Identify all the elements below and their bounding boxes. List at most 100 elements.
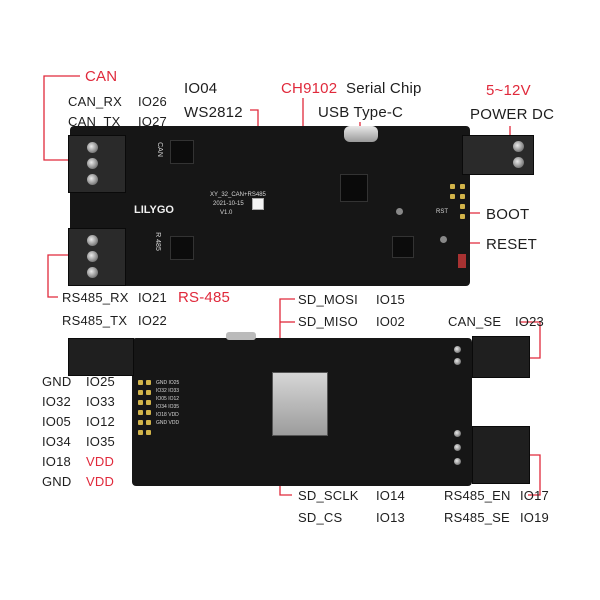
header-pin — [146, 380, 151, 385]
power-dc-label: POWER DC — [470, 106, 555, 123]
header-pin — [146, 420, 151, 425]
sd-mosi-io: IO15 — [376, 292, 405, 307]
rs485-leader — [47, 254, 68, 298]
bottom-right-terminal-bottom — [472, 426, 530, 484]
left-pin-label-a: IO18 — [42, 454, 71, 469]
reset-label: RESET — [486, 236, 538, 253]
header-pin — [146, 390, 151, 395]
header-pin — [146, 410, 151, 415]
screw-icon — [87, 158, 98, 169]
header-pin — [450, 194, 455, 199]
can-transceiver — [170, 140, 194, 164]
can-se-leader — [520, 321, 541, 359]
screw-icon — [513, 157, 524, 168]
left-pin-label-a: GND — [42, 374, 72, 389]
sd-cs-io: IO13 — [376, 510, 405, 525]
header-pin — [138, 420, 143, 425]
left-pin-label-b: VDD — [86, 474, 115, 489]
left-pin-label-b: IO12 — [86, 414, 115, 429]
silk-pin-label: GND VDD — [156, 420, 180, 426]
left-pin-label-a: IO32 — [42, 394, 71, 409]
rs485-terminal — [68, 228, 126, 286]
header-pin — [138, 430, 143, 435]
rs485-rx-label: RS485_RX — [62, 290, 129, 305]
top-board: LILYGO XY_32_CAN+RS485 2021-10-15 V1.0 C… — [70, 126, 470, 286]
can-tx-io: IO27 — [138, 114, 167, 129]
screw-icon — [87, 142, 98, 153]
left-pin-label-a: GND — [42, 474, 72, 489]
sd-sclk-io: IO14 — [376, 488, 405, 503]
rs485-se-io: IO19 — [520, 510, 549, 525]
rs485-tx-label: RS485_TX — [62, 313, 128, 328]
bottom-board: GND IO25 IO32 IO33 IO05 IO12 IO34 IO35 I… — [132, 332, 472, 486]
silk-pin-label: IO18 VDD — [156, 412, 179, 418]
via-icon — [454, 358, 461, 365]
screw-icon — [87, 235, 98, 246]
sd-miso-label: SD_MISO — [298, 314, 358, 329]
left-pin-label-b: IO35 — [86, 434, 115, 449]
left-pin-label-b: VDD — [86, 454, 115, 469]
can-terminal — [68, 135, 126, 193]
header-pin — [146, 430, 151, 435]
header-pin — [146, 400, 151, 405]
usb-c-port-back — [226, 332, 256, 340]
rs485-en-label: RS485_EN — [444, 488, 511, 503]
io04-label: IO04 — [184, 80, 218, 97]
ch9102-label: CH9102 — [281, 80, 338, 97]
silk-pin-label: IO32 IO33 — [156, 388, 180, 394]
left-pin-label-a: IO05 — [42, 414, 71, 429]
reset-button[interactable] — [440, 236, 447, 243]
left-pin-label-a: IO34 — [42, 434, 71, 449]
via-icon — [454, 430, 461, 437]
boot-button[interactable] — [396, 208, 403, 215]
can-rx-label: CAN_RX — [68, 94, 122, 109]
header-pin — [460, 194, 465, 199]
ws2812-led — [252, 198, 264, 210]
left-pin-label-b: IO33 — [86, 394, 115, 409]
can-rx-io: IO26 — [138, 94, 167, 109]
board-date: 2021-10-15 — [213, 201, 244, 207]
bottom-right-terminal-top — [472, 336, 530, 378]
regulator — [392, 236, 414, 258]
sd-mosi-label: SD_MOSI — [298, 292, 358, 307]
silk-pin-label: IO34 IO35 — [156, 404, 180, 410]
ws2812-label: WS2812 — [184, 104, 243, 121]
can-leader — [43, 75, 80, 161]
sd-card-slot — [272, 372, 328, 436]
red-led — [458, 254, 466, 268]
screw-icon — [87, 251, 98, 262]
rs485-en-leader — [528, 454, 541, 496]
rs485-transceiver — [170, 236, 194, 260]
can-se-io: IO23 — [515, 314, 544, 329]
via-icon — [454, 458, 461, 465]
header-pin — [138, 380, 143, 385]
serial-chip-label: Serial Chip — [346, 80, 422, 97]
rs485-en-io: IO17 — [520, 488, 549, 503]
rs485-se-label: RS485_SE — [444, 510, 510, 525]
bottom-left-terminal — [68, 338, 134, 376]
usb-c-port — [344, 126, 378, 142]
board-model: XY_32_CAN+RS485 — [210, 192, 266, 198]
screw-icon — [87, 174, 98, 185]
header-pin — [450, 184, 455, 189]
screw-icon — [513, 141, 524, 152]
r485-mark: R 485 — [153, 232, 161, 251]
can-tx-label: CAN_TX — [68, 114, 121, 129]
header-pin — [138, 400, 143, 405]
silk-pin-label: IO05 IO12 — [156, 396, 180, 402]
power-terminal — [462, 135, 534, 175]
via-icon — [454, 444, 461, 451]
silk-pin-label: GND IO25 — [156, 380, 180, 386]
can-se-label: CAN_SE — [448, 314, 502, 329]
board-logo: LILYGO — [134, 204, 174, 216]
can-mark: CAN — [155, 142, 163, 157]
header-pin — [138, 390, 143, 395]
rs485-tx-io: IO22 — [138, 313, 167, 328]
via-icon — [454, 346, 461, 353]
boot-label: BOOT — [486, 206, 530, 223]
sd-sclk-label: SD_SCLK — [298, 488, 359, 503]
voltage-label: 5~12V — [486, 82, 531, 99]
header-pin — [460, 214, 465, 219]
sd-miso-io: IO02 — [376, 314, 405, 329]
usb-type-c-label: USB Type-C — [318, 104, 404, 121]
